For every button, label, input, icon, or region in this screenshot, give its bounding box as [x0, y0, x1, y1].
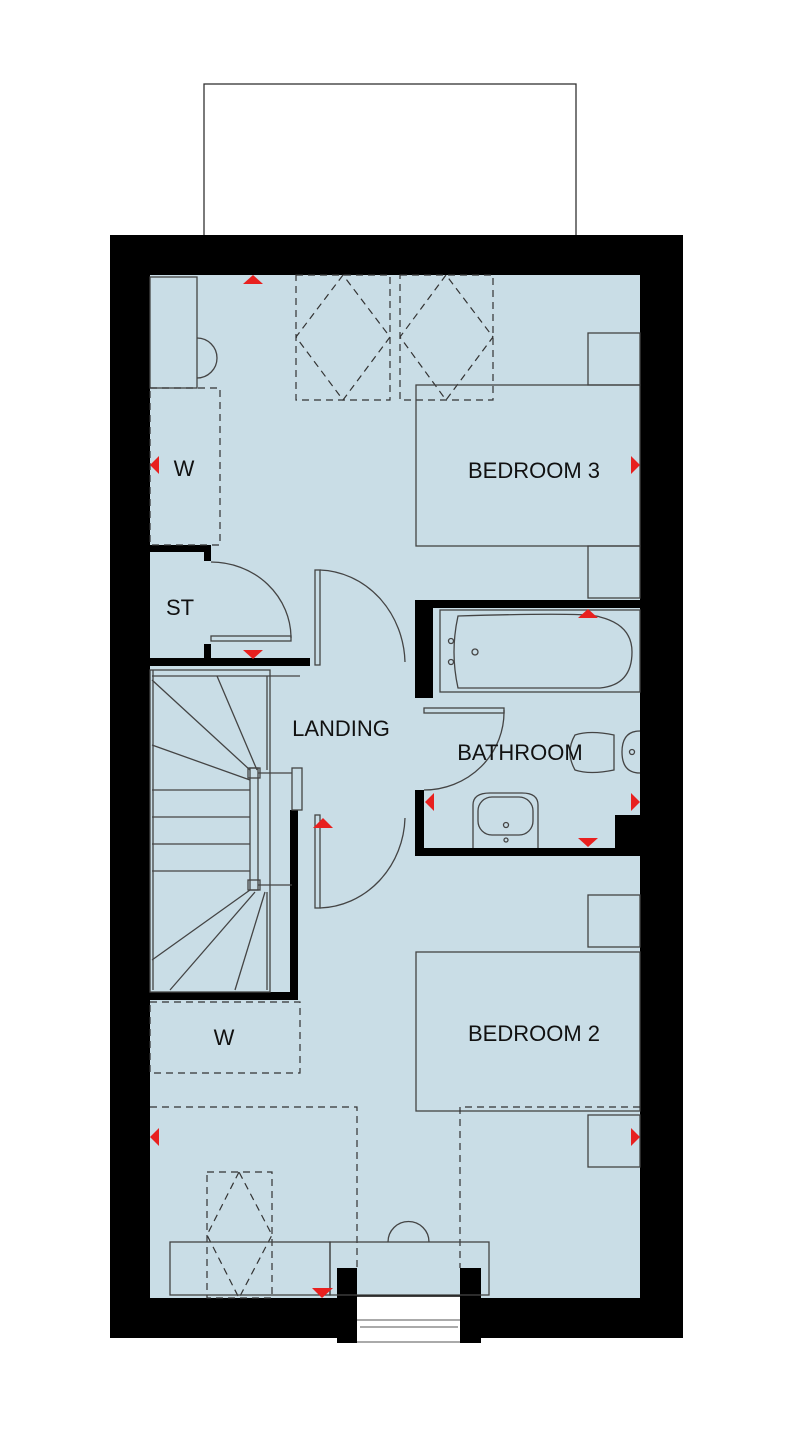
room-label-bedroom-3: BEDROOM 3 [468, 458, 600, 483]
room-label-wardrobe-bottom: W [214, 1025, 235, 1050]
dashed-eaves-lines [150, 1106, 640, 1300]
bed-bedroom-3 [415, 332, 641, 599]
balcony-outline [203, 83, 577, 237]
floor-area [150, 275, 640, 1298]
room-label-bedroom-2: BEDROOM 2 [468, 1021, 600, 1046]
door-bedroom-2 [314, 814, 406, 909]
room-label-store: ST [166, 595, 194, 620]
cupboard-top-left [149, 276, 218, 389]
washbasin [472, 792, 539, 848]
door-store [210, 561, 292, 642]
skylights-top [295, 273, 494, 402]
window-door-bottom [337, 1268, 481, 1344]
room-label-landing: LANDING [292, 716, 390, 741]
bed-bedroom-2 [415, 894, 641, 1168]
wardrobe-bottom [149, 1001, 301, 1074]
staircase [149, 669, 303, 993]
wardrobe-top [149, 387, 221, 546]
internal-walls [150, 545, 640, 1000]
room-label-bathroom: BATHROOM [457, 740, 582, 765]
marker-arrows [150, 275, 640, 1298]
room-label-wardrobe-top: W [174, 456, 195, 481]
desk-bottom [169, 1220, 490, 1296]
toilet [569, 730, 641, 774]
bathtub [439, 609, 641, 693]
door-bathroom [423, 707, 505, 791]
door-bedroom-3 [314, 569, 406, 666]
